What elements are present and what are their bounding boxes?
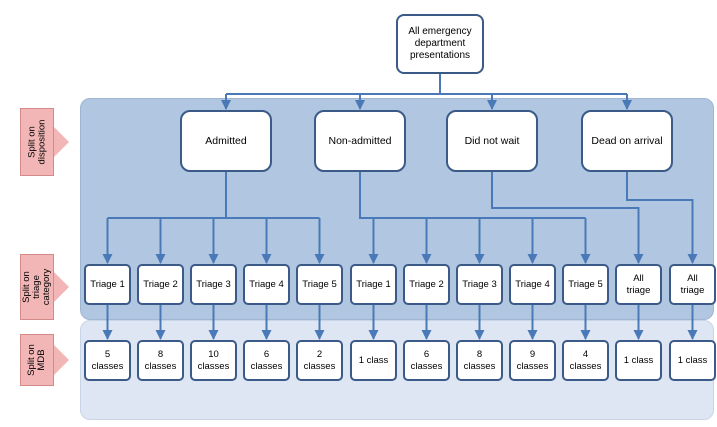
split-disposition-tag: Split on disposition — [20, 108, 69, 176]
classes-node-10: 4 classes — [562, 340, 609, 381]
triage-node-2: Triage 2 — [137, 264, 184, 305]
triage-node-8: Triage 3 — [456, 264, 503, 305]
triage-node-4: Triage 4 — [243, 264, 290, 305]
split-triage-label: Split on triage category — [21, 268, 52, 306]
classes-node-8: 8 classes — [456, 340, 503, 381]
split-disposition-label: Split on disposition — [26, 119, 48, 165]
classes-node-6: 1 class — [350, 340, 397, 381]
disposition-node-1: Admitted — [180, 110, 272, 172]
split-triage-tag: Split on triage category — [20, 254, 69, 320]
split-mdb-label: Split on MDB — [26, 344, 47, 376]
classes-node-2: 8 classes — [137, 340, 184, 381]
triage-node-6: Triage 1 — [350, 264, 397, 305]
classes-node-9: 9 classes — [509, 340, 556, 381]
triage-node-3: Triage 3 — [190, 264, 237, 305]
classes-node-1: 5 classes — [84, 340, 131, 381]
triage-node-5: Triage 5 — [296, 264, 343, 305]
classes-node-12: 1 class — [669, 340, 716, 381]
triage-node-9: Triage 4 — [509, 264, 556, 305]
root-node: All emergency department presentations — [396, 14, 484, 74]
classes-node-4: 6 classes — [243, 340, 290, 381]
triage-node-10: Triage 5 — [562, 264, 609, 305]
triage-node-12: All triage — [669, 264, 716, 305]
disposition-node-3: Did not wait — [446, 110, 538, 172]
triage-node-7: Triage 2 — [403, 264, 450, 305]
classes-node-5: 2 classes — [296, 340, 343, 381]
classes-node-11: 1 class — [615, 340, 662, 381]
disposition-node-4: Dead on arrival — [581, 110, 673, 172]
triage-node-11: All triage — [615, 264, 662, 305]
disposition-node-2: Non-admitted — [314, 110, 406, 172]
split-mdb-tag: Split on MDB — [20, 334, 69, 386]
classes-node-3: 10 classes — [190, 340, 237, 381]
classes-node-7: 6 classes — [403, 340, 450, 381]
triage-node-1: Triage 1 — [84, 264, 131, 305]
